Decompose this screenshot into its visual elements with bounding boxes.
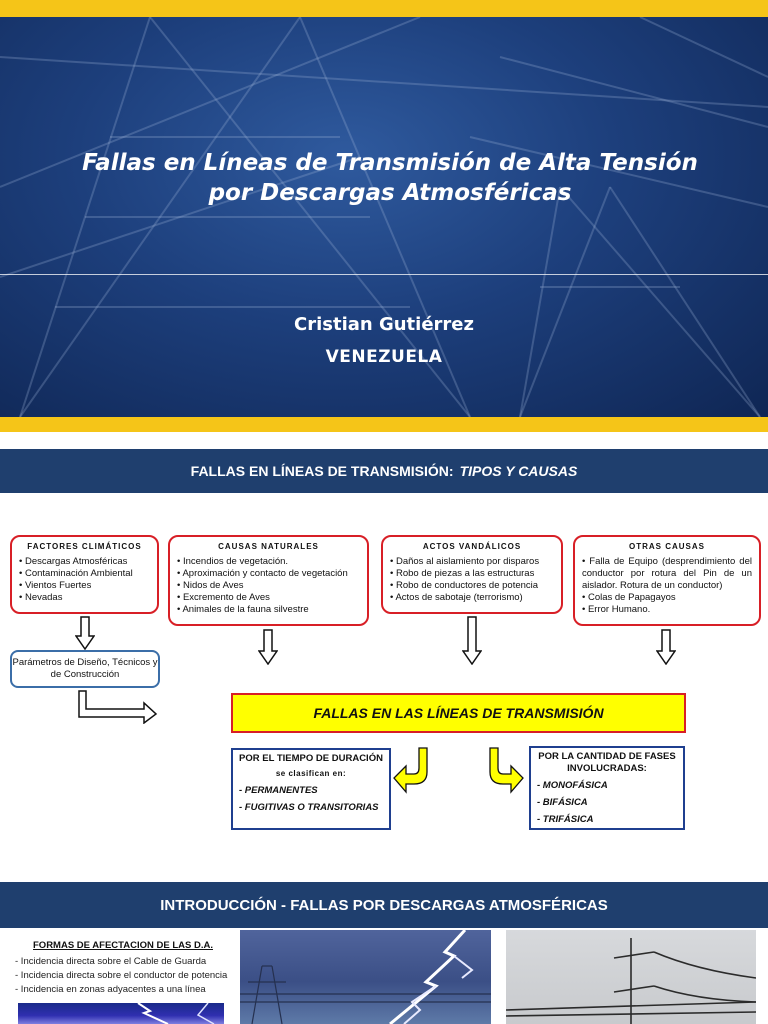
list-item: Robo de piezas a las estructuras [390, 568, 554, 580]
list-item: - Incidencia directa sobre el conductor … [15, 970, 228, 981]
lightning-strike-photo [240, 930, 491, 1024]
arrow-down-icon [75, 616, 95, 650]
lightning-tower-icon [240, 930, 491, 1024]
title-line-2: por Descargas Atmosféricas [208, 180, 572, 206]
list-item: Colas de Papagayos [582, 592, 752, 604]
list-item: - Incidencia en zonas adyacentes a una l… [15, 984, 206, 995]
list-item: - MONOFÁSICA [537, 780, 608, 791]
box-title: CAUSAS NATURALES [218, 542, 319, 551]
arrow-down-icon [656, 629, 676, 665]
power-pole-icon [506, 938, 756, 1024]
list-item: - FUGITIVAS O TRANSITORIAS [239, 802, 379, 813]
box-subtitle: se clasifican en: [275, 769, 347, 778]
list-item: Nevadas [19, 592, 150, 604]
list-item: - Incidencia directa sobre el Cable de G… [15, 956, 207, 967]
list-item: - PERMANENTES [239, 785, 318, 796]
box-title: FACTORES CLIMÁTICOS [27, 542, 142, 551]
section-subheading: FORMAS DE AFECTACION DE LAS D.A. [33, 940, 213, 951]
arrow-right-icon [78, 690, 158, 724]
slide-header: INTRODUCCIÓN - FALLAS POR DESCARGAS ATMO… [0, 882, 768, 928]
list-item: Falla de Equipo (desprendimiento del con… [582, 556, 752, 592]
lightning-diagram-image [18, 1003, 224, 1024]
slide-header: FALLAS EN LÍNEAS DE TRANSMISIÓN: TIPOS Y… [0, 449, 768, 493]
phases-classification-box: POR LA CANTIDAD DE FASES INVOLUCRADAS: -… [529, 746, 685, 830]
box-title: POR LA CANTIDAD DE FASES INVOLUCRADAS: [538, 751, 676, 774]
arrow-down-icon [258, 629, 278, 665]
box-title: ACTOS VANDÁLICOS [422, 542, 522, 551]
fault-types-slide: FALLAS EN LÍNEAS DE TRANSMISIÓN: TIPOS Y… [0, 449, 768, 849]
author-country: VENEZUELA [325, 347, 443, 367]
list-item: Error Humano. [582, 604, 752, 616]
climate-factors-box: FACTORES CLIMÁTICOS Descargas Atmosféric… [10, 535, 159, 614]
bottom-accent-bar [0, 417, 768, 432]
power-pole-photo [506, 930, 756, 1024]
title-divider [0, 274, 768, 275]
list-item: Daños al aislamiento por disparos [390, 556, 554, 568]
list-item: Excremento de Aves [177, 592, 360, 604]
main-faults-label: FALLAS EN LAS LÍNEAS DE TRANSMISIÓN [231, 693, 686, 733]
list-item: Descargas Atmosféricas [19, 556, 150, 568]
list-item: Incendios de vegetación. [177, 556, 360, 568]
arrow-down-icon [462, 616, 482, 665]
list-item: - BIFÁSICA [537, 797, 588, 808]
lightning-icon [137, 1003, 215, 1024]
transmission-tower-image [0, 17, 768, 417]
list-item: Vientos Fuertes [19, 580, 150, 592]
list-item: Actos de sabotaje (terrorismo) [390, 592, 554, 604]
design-parameters-box: Parámetros de Diseño, Técnicos y de Cons… [10, 650, 160, 688]
presentation-title: Fallas en Líneas de Transmisión de Alta … [60, 148, 720, 208]
list-item: Aproximación y contacto de vegetación [177, 568, 360, 580]
natural-causes-box: CAUSAS NATURALES Incendios de vegetación… [168, 535, 369, 626]
list-item: Contaminación Ambiental [19, 568, 150, 580]
header-main-text: FALLAS EN LÍNEAS DE TRANSMISIÓN: [190, 463, 454, 479]
curved-arrow-right-icon [489, 747, 524, 794]
title-slide: Fallas en Líneas de Transmisión de Alta … [0, 0, 768, 432]
list-item: - TRIFÁSICA [537, 814, 594, 825]
list-item: Robo de conductores de potencia [390, 580, 554, 592]
list-item: Animales de la fauna silvestre [177, 604, 360, 616]
transmission-tower-background [0, 17, 768, 417]
duration-classification-box: POR EL TIEMPO DE DURACIÓN se clasifican … [231, 748, 391, 830]
vandalism-box: ACTOS VANDÁLICOS Daños al aislamiento po… [381, 535, 563, 614]
curved-arrow-left-icon [393, 747, 428, 794]
title-line-1: Fallas en Líneas de Transmisión de Alta … [82, 150, 698, 176]
header-italic-text: TIPOS Y CAUSAS [459, 463, 578, 479]
top-accent-bar [0, 0, 768, 17]
introduction-slide: INTRODUCCIÓN - FALLAS POR DESCARGAS ATMO… [0, 882, 768, 1024]
other-causes-box: OTRAS CAUSAS Falla de Equipo (desprendim… [573, 535, 761, 626]
list-item: Nidos de Aves [177, 580, 360, 592]
box-title: POR EL TIEMPO DE DURACIÓN [239, 753, 383, 764]
affectation-list: - Incidencia directa sobre el Cable de G… [15, 955, 227, 997]
box-title: OTRAS CAUSAS [628, 542, 705, 551]
author-name: Cristian Gutiérrez [294, 314, 474, 335]
